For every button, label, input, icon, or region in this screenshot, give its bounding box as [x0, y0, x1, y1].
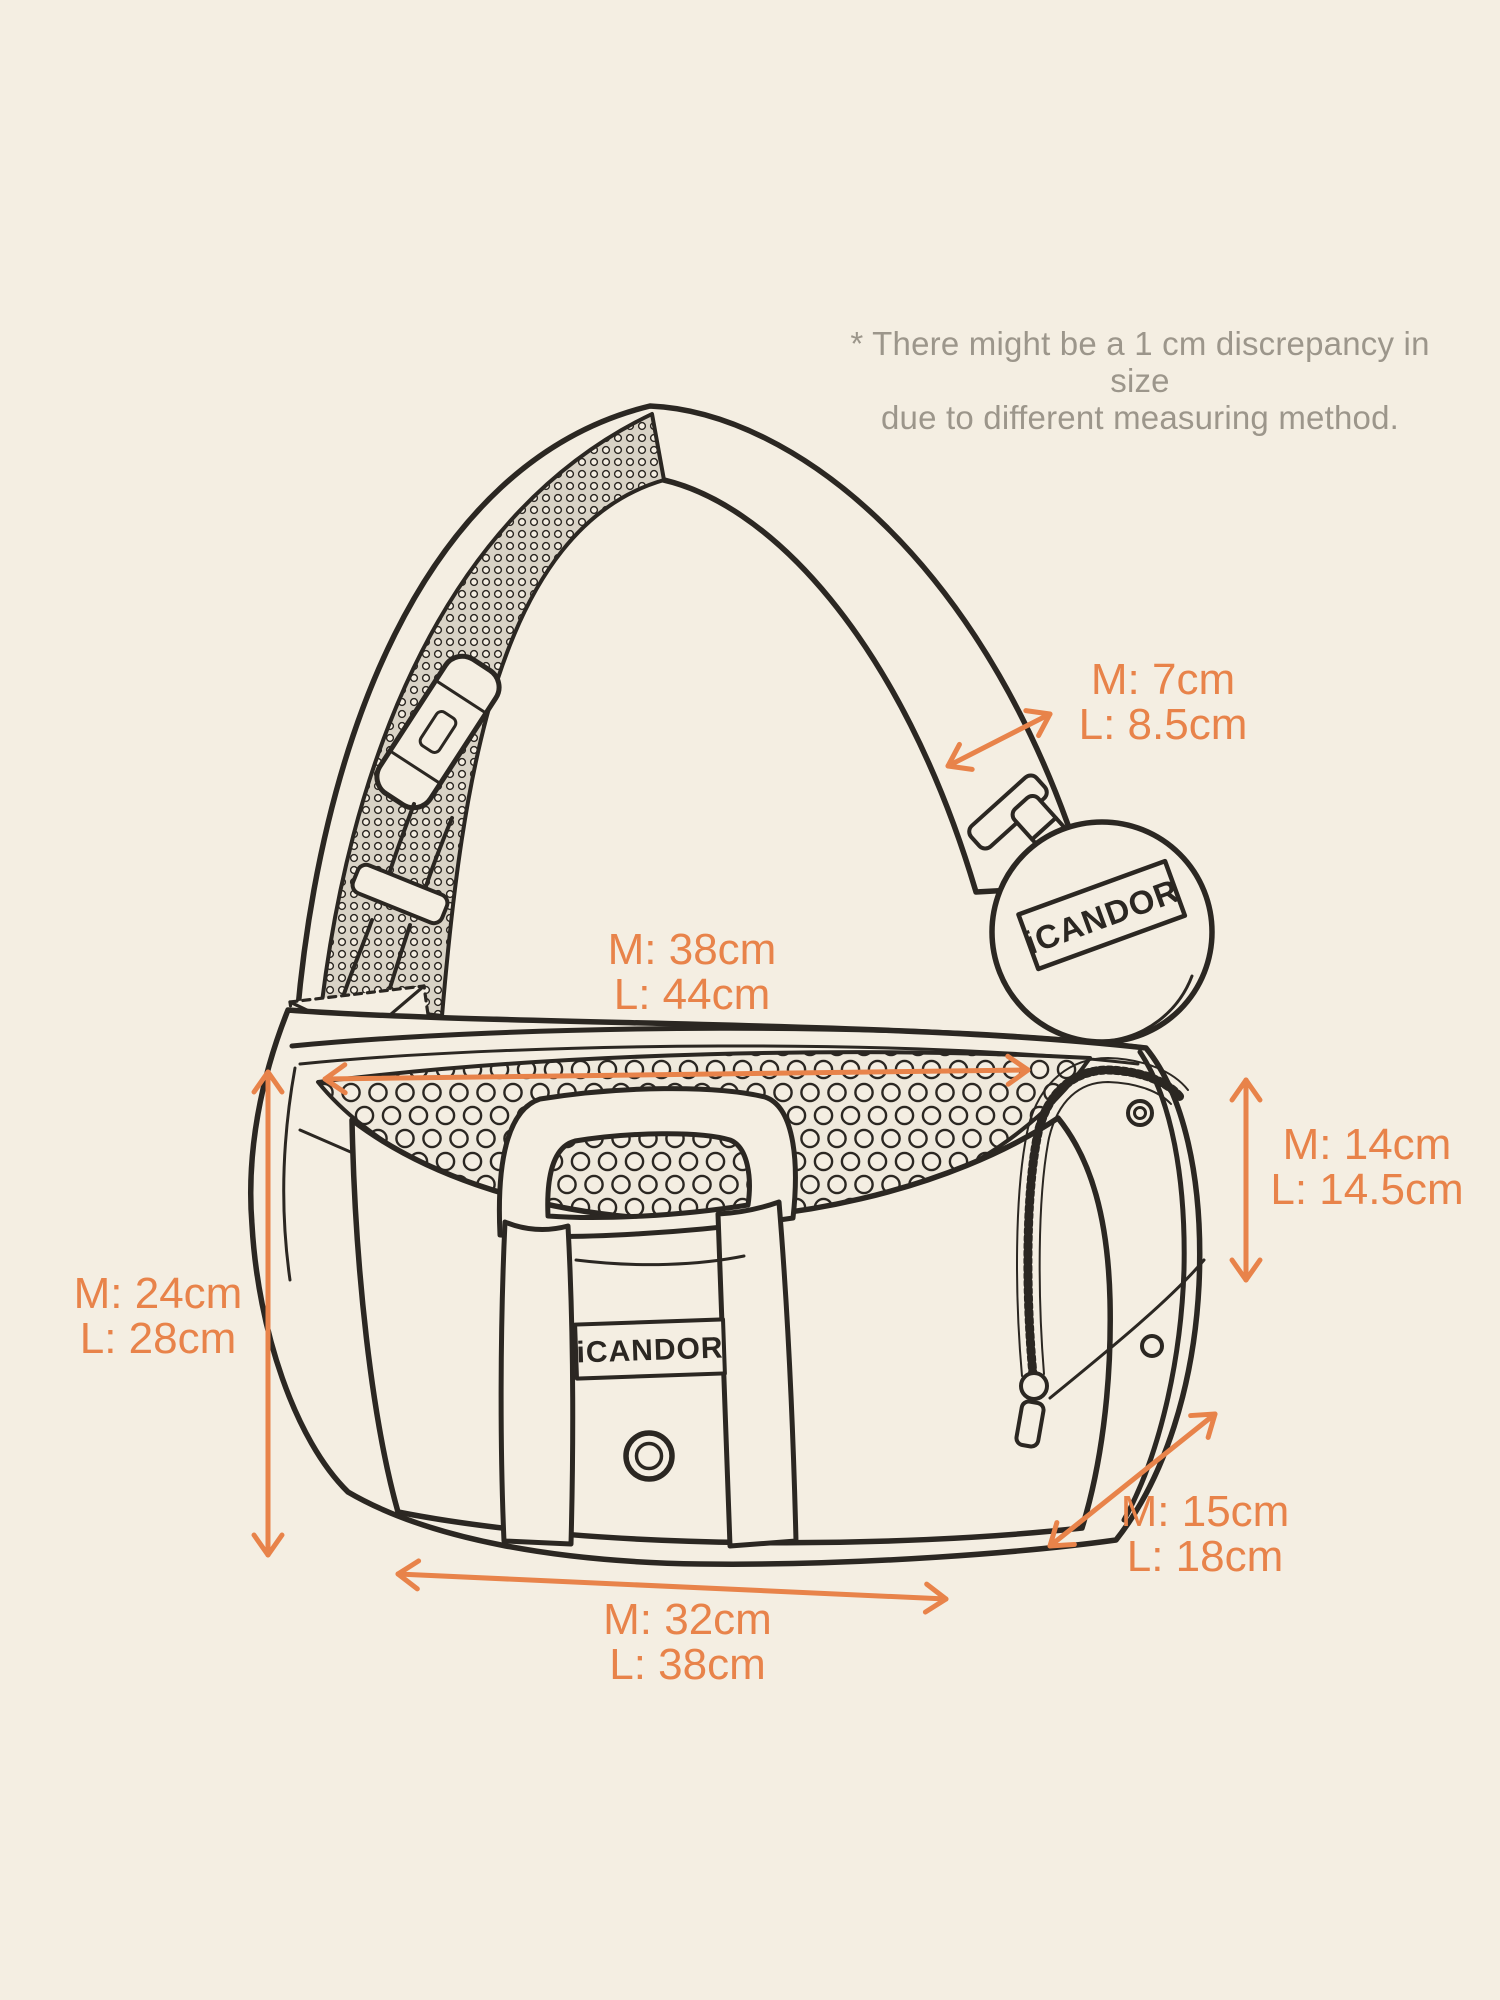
- opening-width-arrow: [322, 1053, 1031, 1096]
- strap-width-m: M: 7cm: [1090, 655, 1236, 704]
- bag-height-l: L: 28cm: [79, 1313, 237, 1363]
- strap-keeper: [350, 862, 450, 926]
- side-eyelet-top-inner: [1133, 1106, 1147, 1120]
- side-eyelet-bottom: [1140, 1334, 1164, 1358]
- side-panel-seam: [1048, 1258, 1206, 1400]
- flap-strap-left: [498, 1219, 576, 1547]
- carry-handle: [496, 1086, 798, 1239]
- opening-width-m: M: 38cm: [607, 925, 777, 974]
- bag-height-measurement: M: 24cm L: 28cm: [58, 1269, 258, 1363]
- bag-depth-m: M: 15cm: [1120, 1487, 1290, 1536]
- opening-rim-outer: [289, 1025, 1149, 1051]
- bag-depth-l: L: 18cm: [1126, 1531, 1284, 1581]
- opening-width-measurement: M: 38cm L: 44cm: [592, 925, 792, 1019]
- front-logo-text: iCANDOR: [576, 1331, 724, 1369]
- coin-pouch-rim: [1010, 974, 1194, 1043]
- strap-width-l: L: 8.5cm: [1078, 699, 1248, 749]
- zipper-tape-inner: [1038, 1081, 1172, 1375]
- side-pocket-height-measurement: M: 14cm L: 14.5cm: [1252, 1120, 1482, 1214]
- snap-button-inner: [634, 1441, 664, 1471]
- zipper-pull-tab: [1014, 1399, 1046, 1449]
- side-zipper: [1014, 1057, 1189, 1449]
- coin-pouch: iCANDOR: [989, 819, 1215, 1045]
- bag-width-m: M: 32cm: [603, 1595, 772, 1644]
- flap-seam: [574, 1254, 746, 1267]
- front-label: iCANDOR: [573, 1317, 727, 1381]
- size-disclaimer: * There might be a 1 cm discrepancy in s…: [830, 325, 1450, 437]
- bag-width-measurement: M: 32cm L: 38cm: [590, 1595, 785, 1689]
- strap-width-measurement: M: 7cm L: 8.5cm: [1058, 655, 1268, 749]
- side-eyelet-top: [1126, 1099, 1154, 1127]
- disclaimer-line-1: * There might be a 1 cm discrepancy in s…: [850, 325, 1430, 399]
- strap-width-arrow: [945, 708, 1053, 772]
- strap-webbing-lower: [342, 918, 412, 996]
- bag-depth-arrow: [1047, 1411, 1218, 1549]
- bag-depth-measurement: M: 15cm L: 18cm: [1105, 1487, 1305, 1581]
- zipper-pull-ring: [1019, 1371, 1049, 1401]
- bag-body: iCANDOR: [247, 1007, 1206, 1567]
- bag-width-arrow: [395, 1558, 949, 1615]
- side-pocket-height-m: M: 14cm: [1282, 1120, 1452, 1169]
- bag-height-m: M: 24cm: [73, 1269, 243, 1318]
- flap-strap-right: [715, 1199, 799, 1549]
- opening-width-l: L: 44cm: [613, 969, 771, 1019]
- snap-button-outer: [623, 1430, 675, 1482]
- disclaimer-line-2: due to different measuring method.: [880, 398, 1399, 436]
- zipper-coil: [1023, 1065, 1185, 1380]
- strap-shoulder-pad: [320, 412, 666, 1018]
- bag-width-l: L: 38cm: [609, 1639, 766, 1689]
- side-pocket-height-l: L: 14.5cm: [1270, 1164, 1464, 1214]
- strap-buckle: [374, 653, 502, 811]
- dimension-arrows: [251, 708, 1263, 1615]
